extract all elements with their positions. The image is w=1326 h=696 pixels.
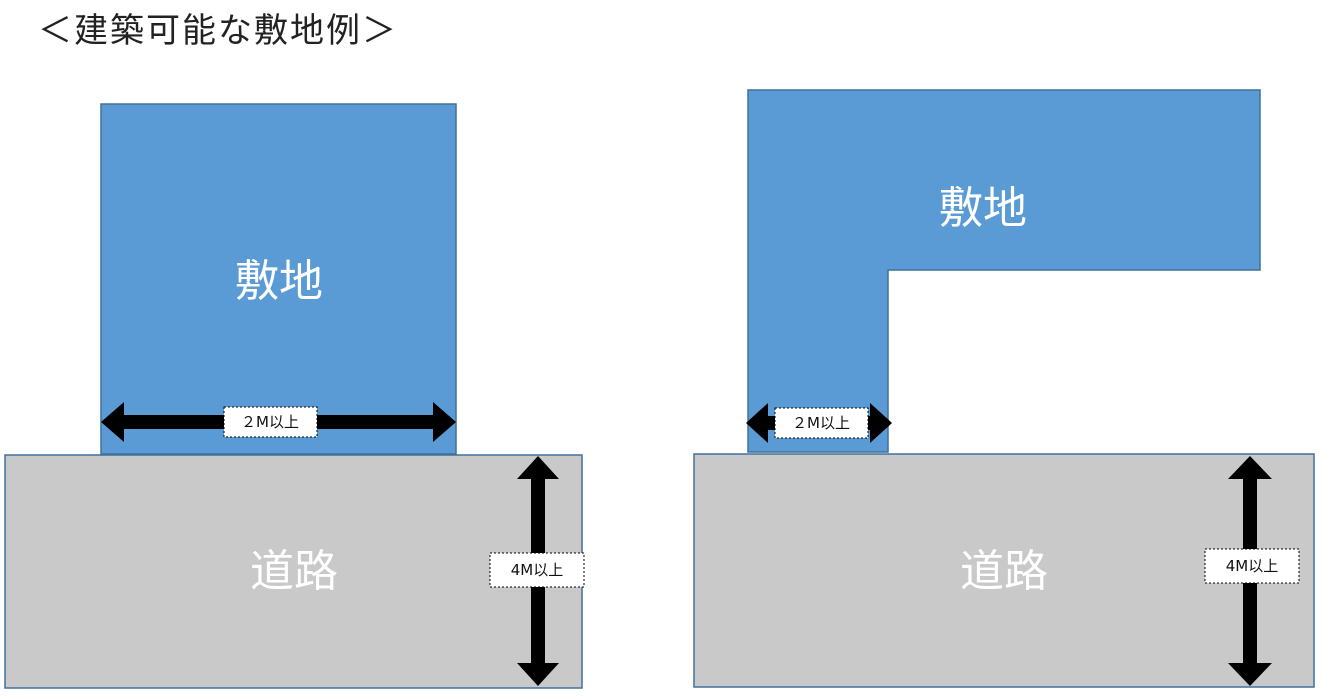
example-1-road-width-label: 4M以上: [511, 561, 564, 579]
example-1-road: [4, 454, 583, 689]
example-1: 敷地 道路 ２M以上 4M以上: [4, 103, 585, 689]
page-title: ＜建築可能な敷地例＞: [38, 11, 398, 51]
example-2-site: [747, 89, 1261, 453]
example-2-frontage-label-box: [774, 407, 869, 439]
example-2-frontage-label: ２M以上: [792, 414, 850, 432]
example-1-road-width-label-box: [489, 552, 585, 588]
example-2-road-width-label-box: [1204, 548, 1300, 584]
example-2-road-label: 道路: [960, 546, 1048, 597]
example-1-road-label: 道路: [250, 546, 338, 597]
example-2-road-width-label: 4M以上: [1226, 557, 1279, 575]
example-1-frontage-label-box: [223, 406, 318, 438]
example-2: 敷地 道路 ２M以上 4M以上: [693, 89, 1315, 688]
example-1-site: [100, 103, 457, 455]
example-1-frontage-label: ２M以上: [241, 413, 299, 431]
example-2-site-label: 敷地: [939, 183, 1027, 234]
example-1-site-label: 敷地: [235, 256, 323, 307]
